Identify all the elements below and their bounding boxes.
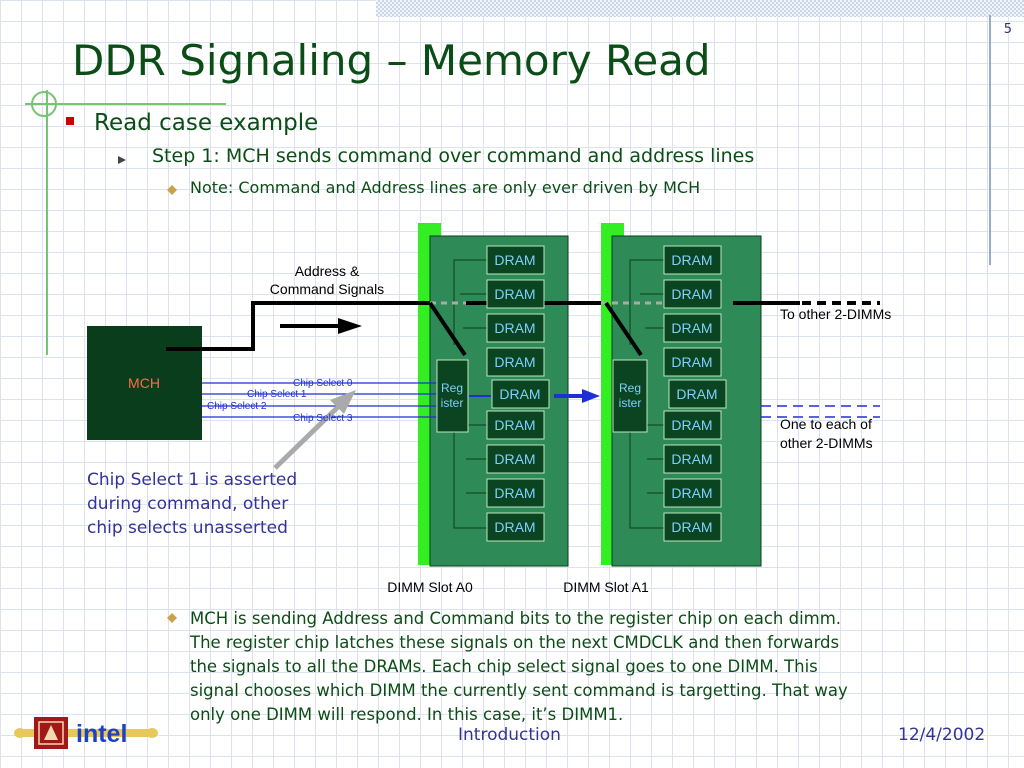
mch-label: MCH <box>128 375 160 391</box>
intel-logo-text: intel <box>76 720 127 748</box>
dram-chip <box>486 279 545 309</box>
dram-label: DRAM <box>671 286 712 302</box>
dram-chip <box>663 313 722 343</box>
explanation-paragraph: MCH is sending Address and Command bits … <box>190 607 950 727</box>
bullet-diamond-icon <box>167 185 177 195</box>
paragraph-line: The register chip latches these signals … <box>190 633 840 652</box>
dimm-slot-a0-label: DIMM Slot A0 <box>387 579 473 595</box>
dram-label: DRAM <box>499 386 540 402</box>
register-chip-a1 <box>612 359 648 433</box>
bus-direction-arrow-icon <box>338 318 362 334</box>
dram-label: DRAM <box>494 417 535 433</box>
dram-chip <box>486 512 545 542</box>
dimm-a1-dram-labels: DRAM DRAM DRAM DRAM DRAM DRAM DRAM DRAM … <box>671 252 717 535</box>
register-label-line1: Reg <box>441 381 463 395</box>
dimm-a0-traces <box>453 259 488 529</box>
dram-chip <box>663 279 722 309</box>
chip-select-note: Chip Select 1 is asserted during command… <box>87 468 297 540</box>
dram-label: DRAM <box>671 354 712 370</box>
chip-note-line: chip selects unasserted <box>87 518 288 538</box>
slide-title: DDR Signaling – Memory Read <box>72 36 711 85</box>
mch-box <box>87 326 202 440</box>
chip-select-2-label: Chip Select 2 <box>207 401 267 412</box>
bullet-level1: Read case example <box>94 110 319 136</box>
paragraph-line: MCH is sending Address and Command bits … <box>190 609 842 628</box>
chip-select-lines <box>202 382 437 418</box>
dram-chip <box>663 410 722 440</box>
bullet-arrow-icon <box>118 156 126 164</box>
register-label-line2: ister <box>619 396 642 410</box>
bullet-square-icon <box>66 117 74 125</box>
dram-chip <box>663 245 722 275</box>
dram-label: DRAM <box>671 417 712 433</box>
address-label-line2: Command Signals <box>270 281 384 297</box>
one-to-each-label-line1: One to each of <box>780 416 872 432</box>
dram-chip <box>486 478 545 508</box>
one-to-each-label-line2: other 2-DIMMs <box>780 435 873 451</box>
dram-label: DRAM <box>494 519 535 535</box>
chip-note-line: during command, other <box>87 494 289 514</box>
dimm-a1-drams <box>663 245 727 542</box>
dimm-a0-drams <box>486 245 550 542</box>
chip-select-forward-arrow-icon <box>582 389 600 403</box>
dram-chip <box>663 478 722 508</box>
dram-label: DRAM <box>671 519 712 535</box>
dram-label: DRAM <box>676 386 717 402</box>
dram-chip <box>486 347 545 377</box>
top-decorative-band <box>376 0 1024 17</box>
dram-chip <box>486 444 545 474</box>
dimm-a1-traces <box>629 259 665 529</box>
chip-select-3-label: Chip Select 3 <box>293 413 353 424</box>
dram-chip <box>663 444 722 474</box>
dram-chip <box>668 379 727 409</box>
rule-circle <box>31 91 57 117</box>
address-command-bus <box>166 301 430 351</box>
dram-chip <box>486 245 545 275</box>
paragraph-line: only one DIMM will respond. In this case… <box>190 705 624 724</box>
dram-chip <box>491 379 550 409</box>
pointer-arrow-shaft <box>273 403 342 470</box>
bullet-level3: Note: Command and Address lines are only… <box>190 178 701 197</box>
to-other-dimms-label: To other 2-DIMMs <box>780 306 891 322</box>
dram-chip <box>663 347 722 377</box>
footer-date: 12/4/2002 <box>898 725 986 745</box>
bullet-diamond-icon <box>167 613 177 623</box>
dram-label: DRAM <box>494 252 535 268</box>
footer-logos: intel <box>14 717 158 749</box>
dimm-slot-a1-label: DIMM Slot A1 <box>563 579 649 595</box>
dram-label: DRAM <box>671 252 712 268</box>
chip-note-line: Chip Select 1 is asserted <box>87 470 298 490</box>
dram-label: DRAM <box>671 451 712 467</box>
dram-chip <box>486 313 545 343</box>
pointer-arrow-icon <box>330 390 356 414</box>
chip-select-1-label: Chip Select 1 <box>247 389 307 400</box>
logo-bar-right <box>68 729 152 737</box>
bullet-level2: Step 1: MCH sends command over command a… <box>152 145 755 167</box>
dram-label: DRAM <box>494 320 535 336</box>
dram-label: DRAM <box>494 354 535 370</box>
register-label-line2: ister <box>441 396 464 410</box>
dram-label: DRAM <box>671 320 712 336</box>
paragraph-line: signal chooses which DIMM the currently … <box>190 681 848 700</box>
dimm-a0-dram-labels: DRAM DRAM DRAM DRAM DRAM DRAM DRAM DRAM … <box>494 252 540 535</box>
dram-label: DRAM <box>494 485 535 501</box>
bus-to-register-a1 <box>604 301 643 357</box>
logo-bar-left <box>18 729 40 737</box>
register-chip-a0 <box>436 359 469 433</box>
footer-section-title: Introduction <box>458 725 561 745</box>
address-label-line1: Address & <box>295 263 360 279</box>
dram-chip <box>486 410 545 440</box>
bus-to-register-a0 <box>428 301 467 357</box>
dram-label: DRAM <box>494 451 535 467</box>
paragraph-line: the signals to all the DRAMs. Each chip … <box>190 657 818 676</box>
register-label-line1: Reg <box>619 381 641 395</box>
dram-chip <box>663 512 722 542</box>
dram-label: DRAM <box>671 485 712 501</box>
chip-select-0-label: Chip Select 0 <box>293 378 353 389</box>
dram-label: DRAM <box>494 286 535 302</box>
slide-number: 5 <box>1003 22 1012 37</box>
chip-select-labels: Chip Select 0 Chip Select 1 Chip Select … <box>207 378 353 424</box>
